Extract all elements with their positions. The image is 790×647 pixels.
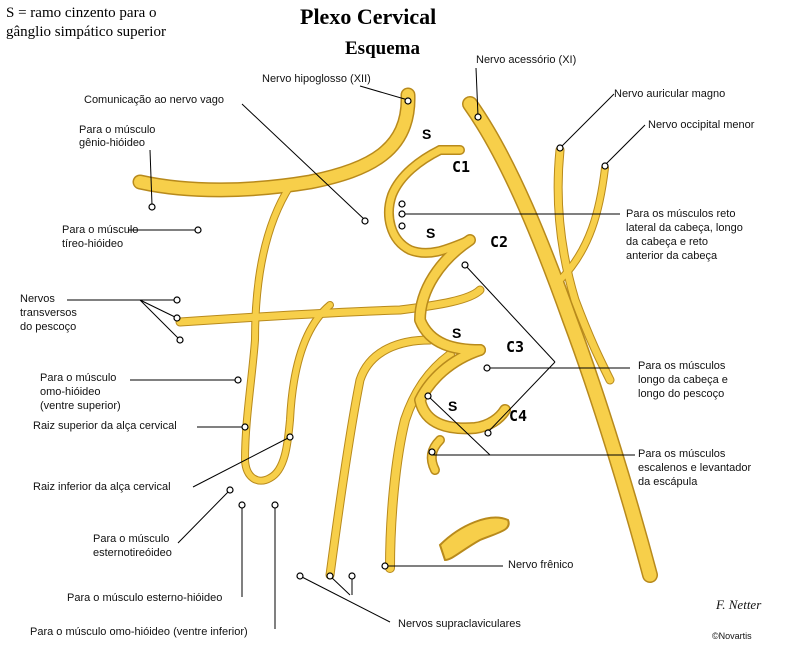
label-acessorio: Nervo acessório (XI)	[476, 54, 577, 66]
label-esternotir-2: esternotireóideo	[93, 547, 172, 559]
c3-label: C3	[506, 338, 525, 356]
nerve-bodies	[134, 89, 657, 582]
label-reto-3: da cabeça e reto	[626, 236, 708, 248]
label-transv-1: Nervos	[20, 293, 55, 305]
s-label-3: S	[452, 325, 462, 341]
label-raiz-inf: Raiz inferior da alça cervical	[33, 481, 171, 493]
label-genio-2: gênio-hióideo	[79, 137, 146, 149]
label-reto-4: anterior da cabeça	[626, 250, 718, 262]
label-frenico: Nervo frênico	[508, 559, 574, 571]
clavicle-shape	[438, 516, 510, 562]
artist-signature: F. Netter	[716, 597, 762, 612]
page-title: Plexo Cervical	[300, 4, 437, 29]
label-genio-1: Para o músculo	[79, 124, 156, 136]
label-hipoglosso: Nervo hipoglosso (XII)	[262, 73, 371, 85]
label-tireo-1: Para o músculo	[62, 224, 139, 236]
label-omo-sup-3: (ventre superior)	[40, 400, 121, 412]
label-tireo-2: tíreo-hióideo	[62, 238, 124, 250]
c2-label: C2	[490, 233, 509, 251]
s-label-4: S	[448, 398, 458, 414]
label-vago: Comunicação ao nervo vago	[84, 94, 225, 106]
label-supraclav: Nervos supraclaviculares	[398, 618, 521, 630]
label-escal-3: da escápula	[638, 476, 698, 488]
c1-label: C1	[452, 158, 471, 176]
label-reto-2: lateral da cabeça, longo	[626, 222, 743, 234]
legend-line-1: S = ramo cinzento para o	[6, 5, 157, 21]
copyright-text: ©Novartis	[712, 631, 752, 641]
label-longo-1: Para os músculos	[638, 360, 726, 372]
label-escal-2: escalenos e levantador	[638, 462, 752, 474]
page-subtitle: Esquema	[345, 38, 420, 59]
label-omo-inf: Para o músculo omo-hióideo (ventre infer…	[30, 626, 248, 638]
label-reto-1: Para os músculos reto	[626, 208, 736, 220]
legend-line-2: gânglio simpático superior	[6, 24, 166, 40]
label-esterno-hio: Para o músculo esterno-hióideo	[67, 592, 223, 604]
label-esternotir-1: Para o músculo	[93, 533, 170, 545]
label-occipital: Nervo occipital menor	[648, 119, 755, 131]
label-omo-sup-2: omo-hióideo	[40, 386, 101, 398]
leader-lines	[67, 67, 646, 629]
s-label-1: S	[422, 126, 432, 142]
s-label-2: S	[426, 225, 436, 241]
label-longo-2: longo da cabeça e	[638, 374, 728, 386]
endpoint-markers	[148, 97, 609, 580]
label-transv-2: transversos	[20, 307, 77, 319]
label-transv-3: do pescoço	[20, 321, 77, 333]
hypoglossal-nerve	[132, 87, 416, 198]
label-raiz-sup: Raiz superior da alça cervical	[33, 420, 177, 432]
label-omo-sup-1: Para o músculo	[40, 372, 117, 384]
label-longo-3: longo do pescoço	[638, 388, 725, 400]
label-auricular: Nervo auricular magno	[614, 88, 726, 100]
c4-label: C4	[509, 407, 528, 425]
label-escal-1: Para os músculos	[638, 448, 726, 460]
